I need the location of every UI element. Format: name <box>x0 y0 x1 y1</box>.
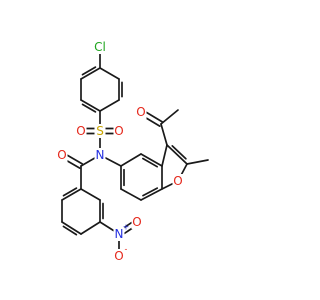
bond-inner-c3f-c2f <box>171 145 187 160</box>
bond-r5-r6 <box>120 188 142 201</box>
bond-c6-c1 <box>80 67 101 80</box>
atom-label-bg-on2 <box>131 215 143 229</box>
atom-on2: O <box>132 215 141 229</box>
atom-os1: O <box>76 124 85 138</box>
bond-inner-c6-c1 <box>81 66 97 76</box>
atom-label-bg-os1 <box>75 124 87 138</box>
bond-r3-c3f <box>161 144 168 167</box>
bond-c1-c2 <box>99 67 120 80</box>
atom-label-bg-of <box>172 174 184 188</box>
bond-r2-r3 <box>140 153 163 167</box>
bond-b3-b4 <box>80 221 101 235</box>
atom-oac: O <box>136 105 145 119</box>
bond-c3f-cac <box>160 123 168 146</box>
bond-b1-b2 <box>80 188 101 201</box>
atom-label-bg-oac <box>135 105 147 119</box>
bond-cac-cach3 <box>160 109 179 125</box>
atom-of: O <box>173 174 182 188</box>
atom-label-bg-n1 <box>94 148 106 162</box>
bond-c4-c5 <box>80 99 101 112</box>
bond-b4-b5 <box>61 221 82 235</box>
bond-inner-b4-b5 <box>62 225 78 236</box>
bond-inner-c4-c5 <box>81 103 97 113</box>
atom-label-bg-nn <box>113 227 125 241</box>
atom-label-bg-cl <box>92 40 108 54</box>
bond-c2f-cme <box>186 159 209 165</box>
atom-label-bg-on1 <box>113 249 125 263</box>
bond-c3-c4 <box>99 99 120 112</box>
atom-on1: O <box>114 249 123 263</box>
atom-label-bg-os2 <box>113 124 125 138</box>
bond-c3f-c2f <box>166 144 188 165</box>
charge-on1: - <box>125 245 128 254</box>
bond-r4-r5 <box>140 188 163 201</box>
atom-n1: N <box>96 148 105 162</box>
atom-nn: N <box>115 227 124 241</box>
bond-inner-r2-r3 <box>142 157 159 168</box>
atom-s1: S <box>96 124 104 138</box>
charge-nn: + <box>123 223 130 232</box>
atom-cl: Cl <box>94 40 106 54</box>
bond-inner-b6-b1 <box>62 187 78 197</box>
bond-b6-b1 <box>61 188 82 201</box>
atom-label-bg-s1 <box>94 124 106 138</box>
atom-label-bg-oc <box>56 148 68 162</box>
atom-oc: O <box>57 148 66 162</box>
bond-inner-r4-r5 <box>142 187 159 197</box>
atom-os2: O <box>114 124 123 138</box>
bond-r1-r2 <box>120 153 142 167</box>
